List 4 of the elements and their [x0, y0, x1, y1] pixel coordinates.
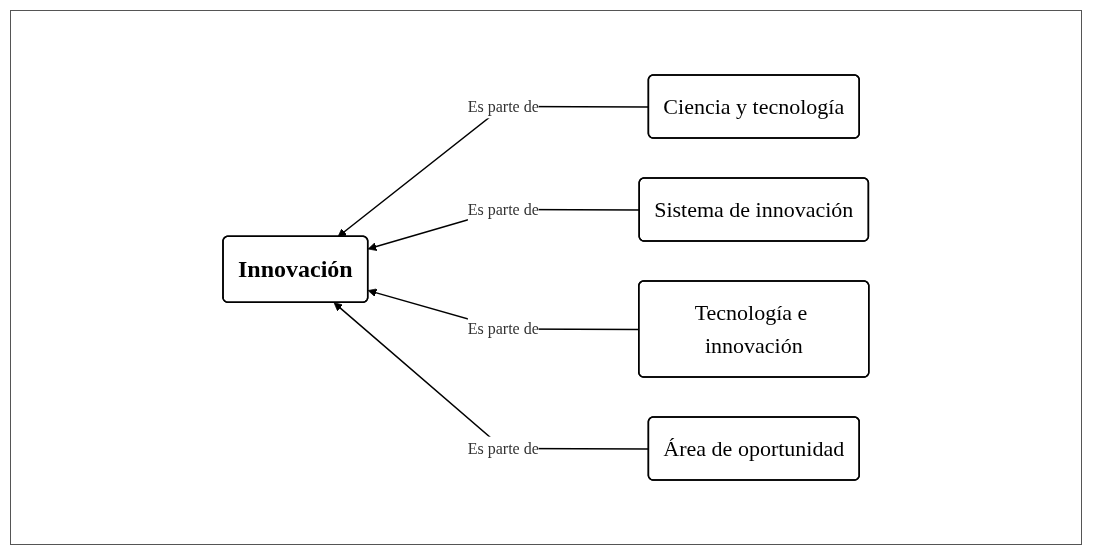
- edge-label: Es parte de: [467, 320, 539, 337]
- edge-label: Es parte de: [467, 439, 539, 457]
- edge-label: Es parte de: [467, 200, 539, 218]
- edge-label: Es parte de: [467, 97, 539, 115]
